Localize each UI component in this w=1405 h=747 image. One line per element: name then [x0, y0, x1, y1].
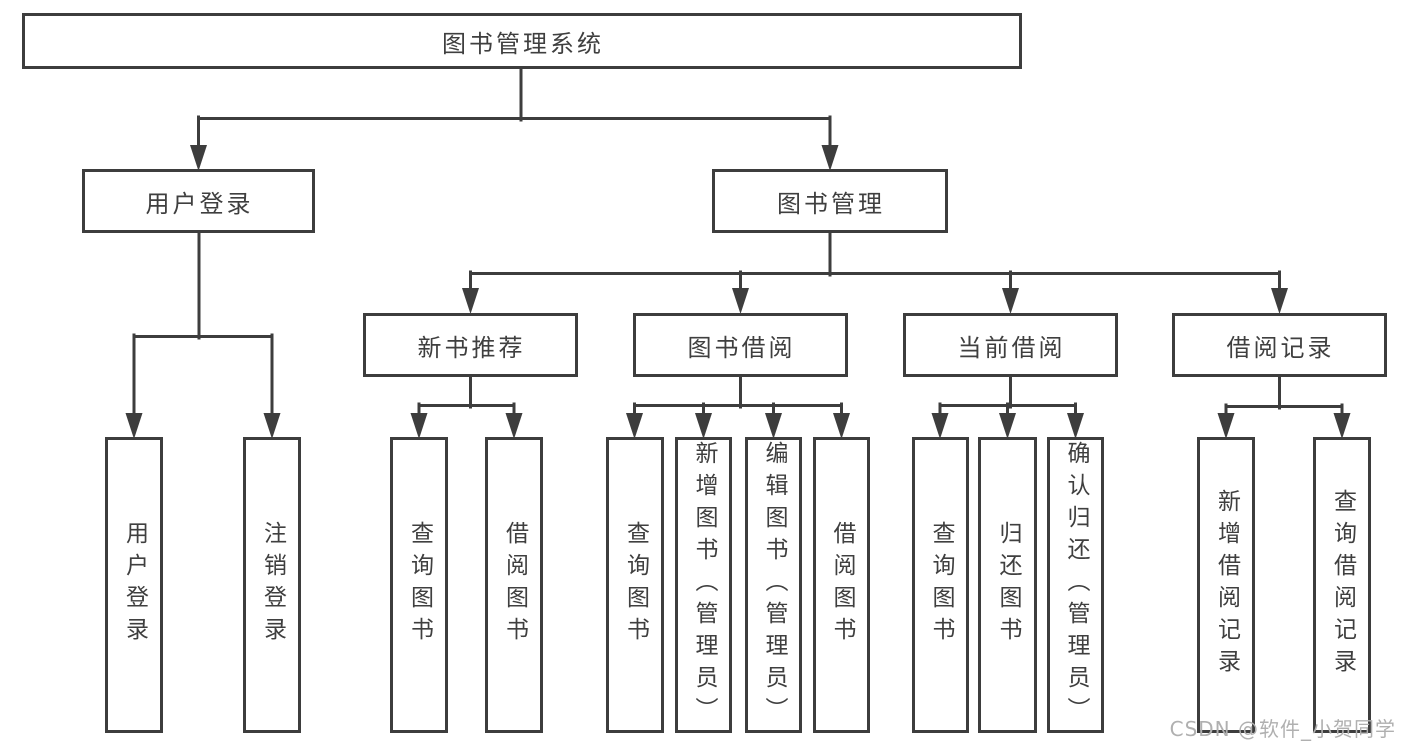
node-current-borrow-label: 当前借阅 — [957, 333, 1066, 362]
node-book-borrow-label: 图书借阅 — [687, 333, 796, 362]
connector-root — [197, 67, 832, 152]
arrowhead-icon — [410, 413, 428, 439]
leaf-borrow-books-borrow-label: 借阅图书 — [829, 521, 855, 649]
leaf-logout-label: 注销登录 — [259, 521, 286, 649]
leaf-return-book: 归还图书 — [978, 437, 1037, 733]
arrowhead-icon — [462, 288, 479, 314]
arrowheads — [125, 145, 1351, 439]
leaf-user-login: 用户登录 — [105, 437, 163, 733]
connector-current-borrow — [938, 375, 1077, 422]
node-new-book-recommend: 新书推荐 — [363, 313, 578, 377]
arrowhead-icon — [1067, 413, 1084, 439]
arrowhead-icon — [999, 413, 1016, 439]
leaf-query-books-current-label: 查询图书 — [928, 521, 954, 649]
leaf-query-books-current: 查询图书 — [912, 437, 969, 733]
connector-borrow-records — [1224, 375, 1344, 422]
leaf-user-login-label: 用户登录 — [121, 521, 148, 649]
node-book-borrow: 图书借阅 — [633, 313, 848, 377]
leaf-query-borrow-record: 查询借阅记录 — [1313, 437, 1371, 733]
arrowhead-icon — [765, 413, 782, 439]
csdn-watermark: CSDN @软件_小贺同学 — [1169, 717, 1396, 741]
arrowhead-icon — [833, 413, 850, 439]
leaf-return-book-label: 归还图书 — [995, 521, 1021, 649]
node-new-book-recommend-label: 新书推荐 — [417, 333, 526, 362]
connector-new-book-recommend — [417, 375, 516, 422]
arrowhead-icon — [931, 413, 949, 439]
arrowhead-icon — [505, 413, 523, 439]
node-borrow-records-label: 借阅记录 — [1226, 333, 1335, 362]
arrowhead-icon — [190, 145, 207, 171]
arrowhead-icon — [821, 145, 839, 171]
leaf-borrow-books-recommend-label: 借阅图书 — [501, 521, 528, 649]
arrowhead-icon — [732, 288, 749, 314]
connector-user-login — [132, 231, 274, 420]
arrowhead-icon — [125, 413, 143, 439]
leaf-logout: 注销登录 — [243, 437, 301, 733]
leaf-edit-book-admin-label: 编辑图书（管理员） — [761, 441, 787, 729]
arrowhead-icon — [1333, 413, 1351, 439]
connector-book-management — [469, 230, 1281, 297]
leaf-query-books-borrow-label: 查询图书 — [622, 521, 649, 649]
node-book-management: 图书管理 — [712, 169, 948, 233]
node-user-login: 用户登录 — [82, 169, 315, 233]
leaf-confirm-return-admin: 确认归还（管理员） — [1047, 437, 1104, 733]
leaf-borrow-books-borrow: 借阅图书 — [813, 437, 870, 733]
leaf-confirm-return-admin-label: 确认归还（管理员） — [1063, 441, 1089, 729]
node-root-label: 图书管理系统 — [442, 29, 604, 58]
leaf-add-book-admin: 新增图书（管理员） — [675, 437, 732, 733]
leaf-query-borrow-record-label: 查询借阅记录 — [1329, 489, 1356, 681]
node-borrow-records: 借阅记录 — [1172, 313, 1387, 377]
node-user-login-label: 用户登录 — [145, 189, 254, 218]
leaf-query-books-recommend: 查询图书 — [390, 437, 448, 733]
arrowhead-icon — [626, 413, 643, 439]
leaf-query-books-borrow: 查询图书 — [606, 437, 664, 733]
node-current-borrow: 当前借阅 — [903, 313, 1118, 377]
leaf-borrow-books-recommend: 借阅图书 — [485, 437, 543, 733]
leaf-add-borrow-record: 新增借阅记录 — [1197, 437, 1255, 733]
connector-book-borrow — [633, 375, 843, 422]
arrowhead-icon — [695, 413, 712, 439]
leaf-add-book-admin-label: 新增图书（管理员） — [691, 441, 717, 729]
arrowhead-icon — [1217, 413, 1235, 439]
node-root: 图书管理系统 — [22, 13, 1022, 69]
arrowhead-icon — [1002, 288, 1019, 314]
arrowhead-icon — [263, 413, 281, 439]
leaf-edit-book-admin: 编辑图书（管理员） — [745, 437, 802, 733]
node-book-management-label: 图书管理 — [777, 189, 885, 218]
leaf-query-books-recommend-label: 查询图书 — [406, 521, 433, 649]
leaf-add-borrow-record-label: 新增借阅记录 — [1213, 489, 1240, 681]
arrowhead-icon — [1271, 288, 1288, 314]
